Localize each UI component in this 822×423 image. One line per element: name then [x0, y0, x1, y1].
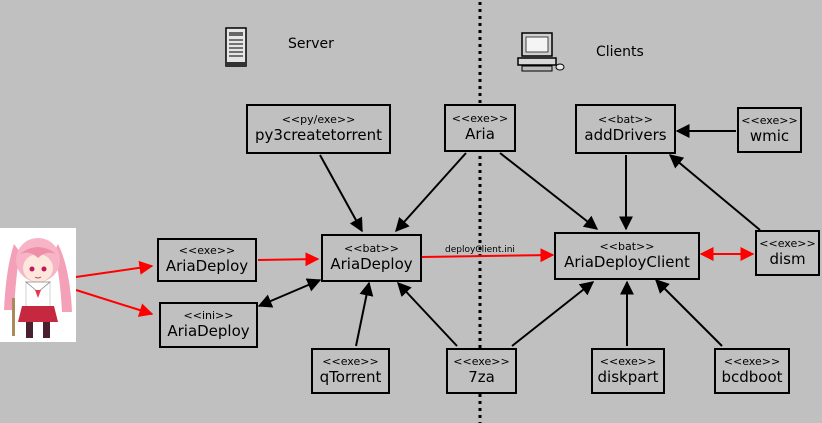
- node-name: Aria: [465, 125, 495, 143]
- node-7za: <<exe>> 7za: [446, 348, 517, 394]
- edge-qtorrent-to-bat: [355, 281, 374, 347]
- node-stereotype: <<exe>>: [322, 355, 379, 368]
- edge-bat-to-client: [421, 248, 555, 263]
- server-zone-label: Server: [288, 36, 334, 52]
- node-diskpart: <<exe>> diskpart: [591, 348, 665, 394]
- node-aria: <<exe>> Aria: [444, 104, 516, 152]
- edge-7za-to-bat: [397, 281, 458, 347]
- node-name: 7za: [468, 368, 495, 386]
- node-aria-deploy-client: <<bat>> AriaDeployClient: [554, 232, 700, 280]
- edge-py3-to-bat: [319, 154, 363, 233]
- node-aria-deploy-ini: <<ini>> AriaDeploy: [159, 302, 258, 348]
- node-name: bcdboot: [721, 368, 783, 386]
- node-stereotype: <<ini>>: [183, 309, 234, 322]
- edge-bat-ini: [257, 278, 322, 308]
- node-stereotype: <<exe>>: [741, 114, 798, 127]
- node-bcdboot: <<exe>> bcdboot: [714, 348, 790, 394]
- desktop-computer-icon: [517, 32, 565, 72]
- node-stereotype: <<exe>>: [178, 244, 236, 257]
- edge-aria-to-client: [499, 152, 599, 230]
- node-name: AriaDeploy: [165, 257, 249, 275]
- edge-exe-to-bat: [257, 252, 320, 267]
- node-stereotype: <<py/exe>>: [281, 113, 356, 126]
- node-name: AriaDeploy: [330, 255, 413, 273]
- edge-user-to-exe: [75, 260, 154, 278]
- node-qtorrent: <<exe>> qTorrent: [311, 348, 390, 394]
- node-stereotype: <<bat>>: [599, 240, 655, 253]
- edge-dism-to-adddrivers: [668, 154, 761, 231]
- node-name: dism: [769, 250, 806, 268]
- node-stereotype: <<exe>>: [723, 355, 781, 368]
- edge-aria-to-bat: [395, 152, 467, 233]
- anime-user-figure: [4, 238, 72, 338]
- edge-label-deploy-client-ini: deployClient.ini: [445, 245, 515, 255]
- node-name: AriaDeployClient: [564, 253, 690, 271]
- node-dism: <<exe>> dism: [755, 230, 820, 276]
- node-stereotype: <<bat>>: [344, 242, 399, 255]
- node-add-drivers: <<bat>> addDrivers: [575, 104, 676, 154]
- node-aria-deploy-bat: <<bat>> AriaDeploy: [321, 234, 422, 282]
- node-name: diskpart: [597, 368, 659, 386]
- node-stereotype: <<bat>>: [598, 113, 653, 126]
- node-name: qTorrent: [319, 368, 382, 386]
- node-stereotype: <<exe>>: [453, 355, 510, 368]
- node-name: AriaDeploy: [167, 322, 250, 340]
- clients-zone-label: Clients: [596, 44, 644, 60]
- server-tower-icon: [225, 27, 247, 67]
- user-figure: [0, 228, 76, 342]
- node-name: wmic: [749, 127, 790, 145]
- node-aria-deploy-exe: <<exe>> AriaDeploy: [157, 238, 257, 282]
- node-stereotype: <<exe>>: [599, 355, 657, 368]
- node-name: py3createtorrent: [255, 126, 382, 144]
- edge-7za-to-client: [511, 281, 595, 347]
- node-name: addDrivers: [584, 126, 667, 144]
- edge-bcdboot-to-client: [655, 279, 723, 347]
- edge-user-to-ini: [75, 289, 154, 317]
- node-wmic: <<exe>> wmic: [737, 107, 802, 153]
- node-stereotype: <<exe>>: [759, 237, 816, 250]
- node-stereotype: <<exe>>: [451, 112, 509, 125]
- node-py3createtorrent: <<py/exe>> py3createtorrent: [246, 104, 391, 154]
